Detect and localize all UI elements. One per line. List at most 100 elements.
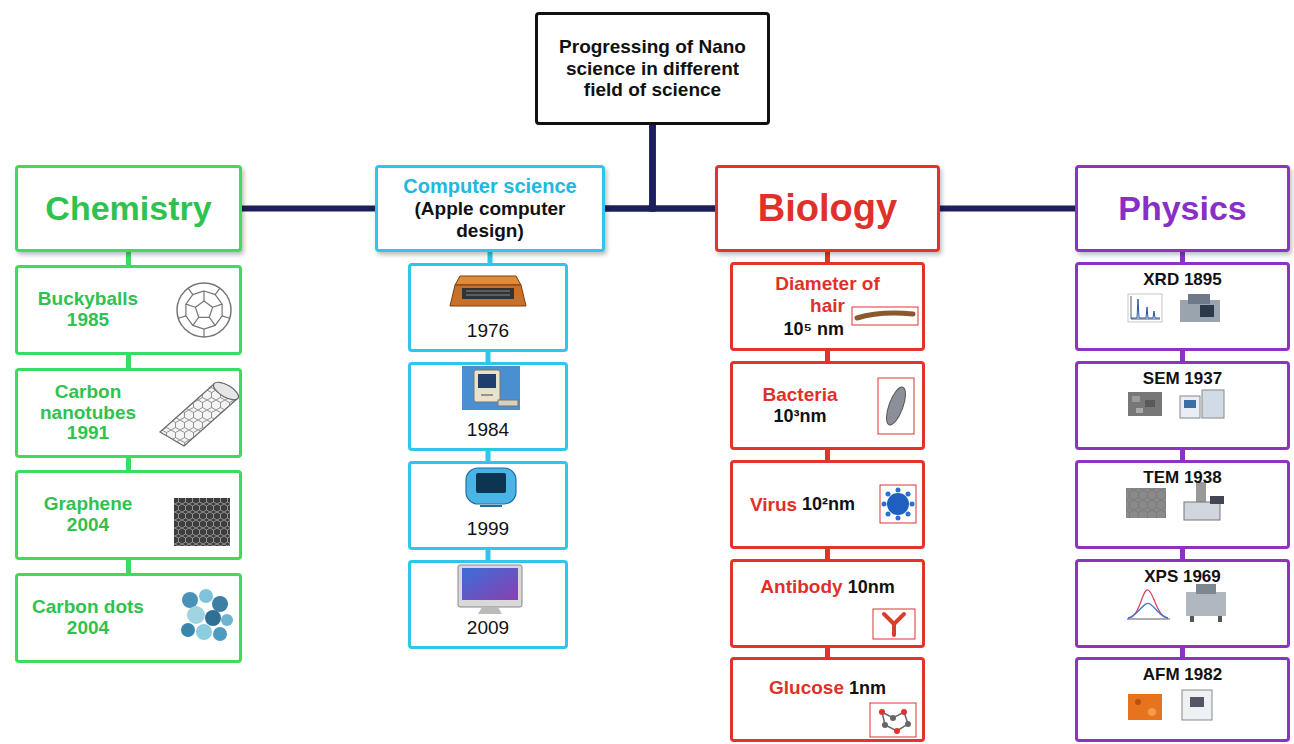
graphene-icon-part — [174, 498, 230, 546]
material-label: Carbon dots 2004 — [24, 597, 152, 639]
tem-icon-part — [1126, 488, 1166, 518]
object-label: Bacteria — [763, 384, 838, 406]
item-box: Bacteria10³nm — [730, 361, 925, 450]
afm-icon — [1128, 690, 1212, 720]
item-box: TEM 1938 — [1075, 460, 1290, 549]
connector-line — [825, 549, 830, 559]
buckyball-icon — [177, 283, 231, 337]
apple-2009-icon-part — [462, 568, 518, 600]
glucose-icon-part — [870, 703, 916, 737]
glucose-icon-part — [879, 709, 885, 715]
apple-1984-icon-part — [462, 366, 520, 410]
hair-icon — [852, 307, 918, 325]
nanotube-icon — [160, 379, 241, 446]
category-label: Physics — [1118, 189, 1247, 228]
apple-1984-icon-part — [478, 374, 496, 388]
sem-icon-part — [1136, 408, 1143, 413]
tem-icon-part — [1126, 488, 1166, 518]
connector-line — [1180, 549, 1185, 559]
item-box: Carbon nanotubes 1991 — [15, 368, 242, 458]
virus-icon-part — [906, 492, 911, 497]
xrd-icon-part — [1131, 299, 1160, 318]
connector-line — [486, 550, 491, 560]
apple-1984-icon-part — [498, 400, 518, 406]
carbon-dots-icon — [181, 589, 233, 641]
virus-icon-part — [896, 516, 901, 521]
sem-icon-part — [1132, 396, 1140, 402]
year-label: 1976 — [467, 320, 509, 342]
connector-line — [486, 352, 491, 362]
tem-icon — [1126, 482, 1224, 520]
carbon-dots-icon-part — [199, 589, 213, 603]
xps-icon — [1127, 584, 1226, 622]
glucose-icon-part — [890, 715, 896, 721]
apple-1976-icon — [450, 276, 526, 306]
connector-line — [126, 355, 131, 368]
virus-icon-part — [880, 485, 916, 523]
category-label: Chemistry — [45, 189, 211, 228]
nanotube-icon-part — [211, 379, 241, 403]
year-label: 2009 — [467, 617, 509, 639]
virus-icon-part — [896, 488, 901, 493]
material-label: Graphene 2004 — [24, 494, 152, 536]
xps-icon-part — [1190, 616, 1194, 622]
object-label: Antibody — [760, 576, 842, 598]
item-box: Carbon dots 2004 — [15, 573, 242, 663]
sem-icon-part — [1145, 400, 1155, 407]
carbon-dots-icon-part — [182, 592, 198, 608]
carbon-dots-icon-part — [221, 614, 233, 626]
connector-line — [488, 252, 493, 263]
antibody-icon-part — [873, 609, 915, 639]
apple-1984-icon-part — [474, 370, 500, 402]
carbon-dots-icon-part — [196, 624, 212, 640]
afm-icon-part — [1135, 699, 1141, 705]
item-box: 2009 — [408, 560, 568, 649]
category-label: Biology — [758, 187, 897, 231]
xps-icon-part — [1218, 616, 1222, 622]
tem-icon-part — [1210, 496, 1224, 504]
connector-line — [1180, 648, 1185, 657]
object-label: Diameter of hair — [758, 273, 898, 317]
antibody-icon-part — [884, 614, 904, 635]
item-box: Graphene 2004 — [15, 470, 242, 560]
apple-1976-icon-part — [455, 276, 521, 285]
connector-line — [126, 458, 131, 470]
graphene-icon-part — [174, 498, 230, 546]
item-box: Antibody10nm — [730, 559, 925, 648]
apple-1976-icon-part — [462, 288, 514, 299]
graphene-icon — [174, 498, 230, 546]
category-box: Computer science(Apple computer design) — [375, 165, 605, 252]
xrd-icon-part — [1131, 296, 1160, 319]
category-box: Chemistry — [15, 165, 242, 252]
year-label: 1984 — [467, 419, 509, 441]
connector-line — [605, 125, 653, 209]
connector-line — [126, 560, 131, 573]
connector-line — [1180, 450, 1185, 460]
item-box: 1999 — [408, 461, 568, 550]
connector-line — [486, 451, 491, 461]
size-label: 10²nm — [802, 494, 855, 515]
item-box: Glucose1nm — [730, 657, 925, 742]
carbon-dots-icon-part — [205, 610, 221, 626]
virus-icon-part — [882, 502, 887, 507]
virus-icon-part — [886, 492, 891, 497]
xrd-icon-part — [1188, 294, 1210, 304]
apple-2009-icon-part — [458, 565, 522, 607]
connector-line — [825, 450, 830, 460]
technique-label: SEM 1937 — [1143, 369, 1222, 389]
technique-label: AFM 1982 — [1143, 665, 1222, 685]
glucose-icon-part — [901, 709, 907, 715]
title-text: Progressing of Nano science in different… — [553, 36, 753, 102]
xps-icon-part — [1128, 603, 1168, 618]
material-label: Carbon nanotubes 1991 — [24, 382, 152, 445]
technique-label: TEM 1938 — [1143, 468, 1221, 488]
bacteria-icon — [878, 378, 914, 434]
size-label: 1nm — [849, 678, 886, 699]
item-box: Buckyballs 1985 — [15, 265, 242, 355]
bacteria-icon-part — [878, 378, 914, 434]
buckyball-icon-part — [177, 283, 231, 337]
object-label: Virus — [750, 494, 797, 516]
connector-line — [1180, 351, 1185, 361]
sem-icon-part — [1128, 392, 1162, 416]
afm-icon-part — [1148, 708, 1156, 716]
